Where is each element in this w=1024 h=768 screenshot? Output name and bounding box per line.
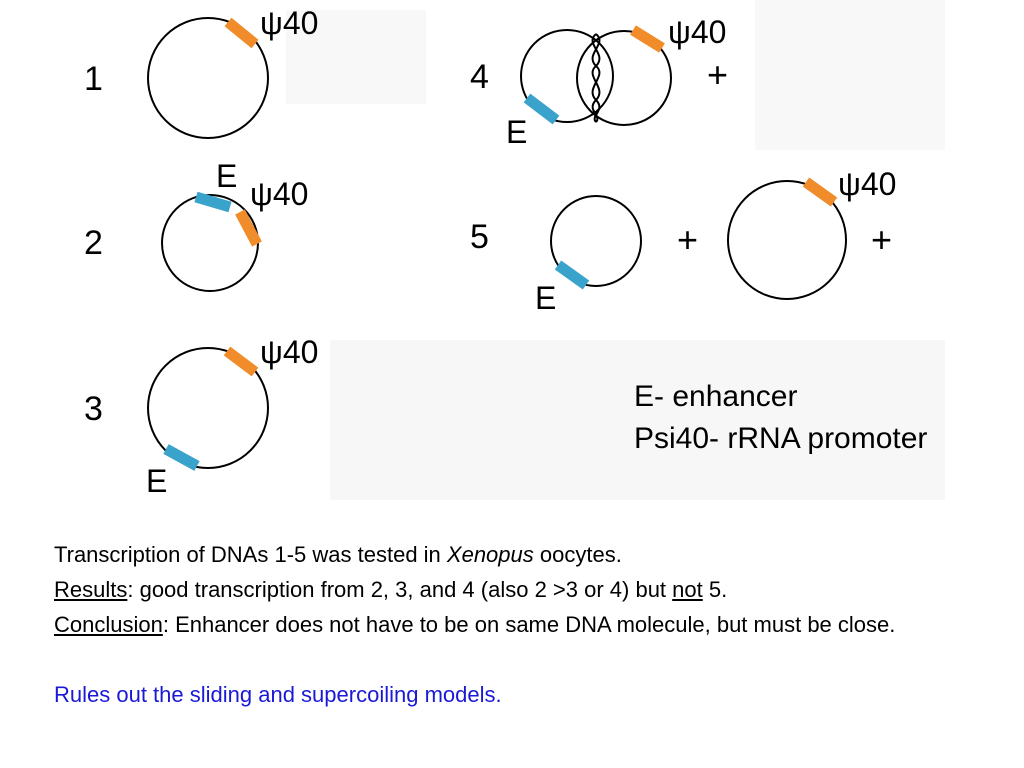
panel-background-right-top [755,0,945,150]
enhancer-segment-5 [554,260,590,290]
enhancer-label-2: E [216,158,238,194]
result-plus-5: + [871,219,893,260]
results-not: not [672,577,703,602]
legend-promoter: Psi40- rRNA promoter [634,422,928,455]
promoter-segment-3 [223,346,259,377]
promoter-label-4: ψ40 [668,14,727,50]
caption-spacer [54,642,984,677]
panel-background-right [330,340,945,500]
caption-conclusion: Conclusion: Enhancer does not have to be… [54,607,984,642]
construct-number-4: 4 [470,58,489,96]
dna-circle-3 [147,347,269,469]
promoter-segment-5 [802,177,838,207]
results-end: 5. [702,577,728,602]
dna-circle-1 [147,17,269,139]
conclusion-label: Conclusion [54,612,163,637]
plus-between-5: + [677,219,699,260]
promoter-segment-2 [235,209,262,247]
dna-circle-4-right [576,30,672,126]
promoter-segment-4 [630,25,665,53]
enhancer-segment-2 [194,191,232,213]
results-label: Results [54,577,128,602]
conclusion-text: : Enhancer does not have to be on same D… [162,612,896,637]
enhancer-label-3: E [146,463,168,499]
caption-line-1-text: Transcription of DNAs 1-5 was tested in [54,542,447,567]
caption-species: Xenopus [446,542,534,567]
legend: E- enhancer Psi40- rRNA promoter [634,376,927,460]
construct-number-3: 3 [84,390,103,428]
caption-line-1-end: oocytes. [533,542,622,567]
promoter-label-2: ψ40 [250,176,309,212]
enhancer-label-5: E [535,280,557,316]
legend-enhancer: E- enhancer [634,380,798,413]
result-plus-4: + [707,54,729,95]
promoter-label-1: ψ40 [260,5,319,41]
enhancer-segment-3 [163,444,200,471]
enhancer-segment-4 [523,93,560,125]
caption-blue-line: Rules out the sliding and supercoiling m… [54,682,502,707]
construct-number-1: 1 [84,60,103,98]
dna-circle-2 [161,194,259,292]
caption: Transcription of DNAs 1-5 was tested in … [54,537,984,712]
caption-results: Results: good transcription from 2, 3, a… [54,572,984,607]
promoter-segment-1 [224,17,259,49]
promoter-label-5: ψ40 [838,166,897,202]
caption-line-1: Transcription of DNAs 1-5 was tested in … [54,537,984,572]
dna-circle-4-left [520,29,614,123]
intertwined-strand-b [591,33,601,123]
dna-circle-5-right [727,180,847,300]
results-text: : good transcription from 2, 3, and 4 (a… [127,577,673,602]
panel-background-left [286,10,426,104]
promoter-label-3: ψ40 [260,334,319,370]
dna-circle-5-left [550,195,642,287]
construct-number-5: 5 [470,218,489,256]
construct-number-2: 2 [84,224,103,262]
enhancer-label-4: E [506,114,528,150]
